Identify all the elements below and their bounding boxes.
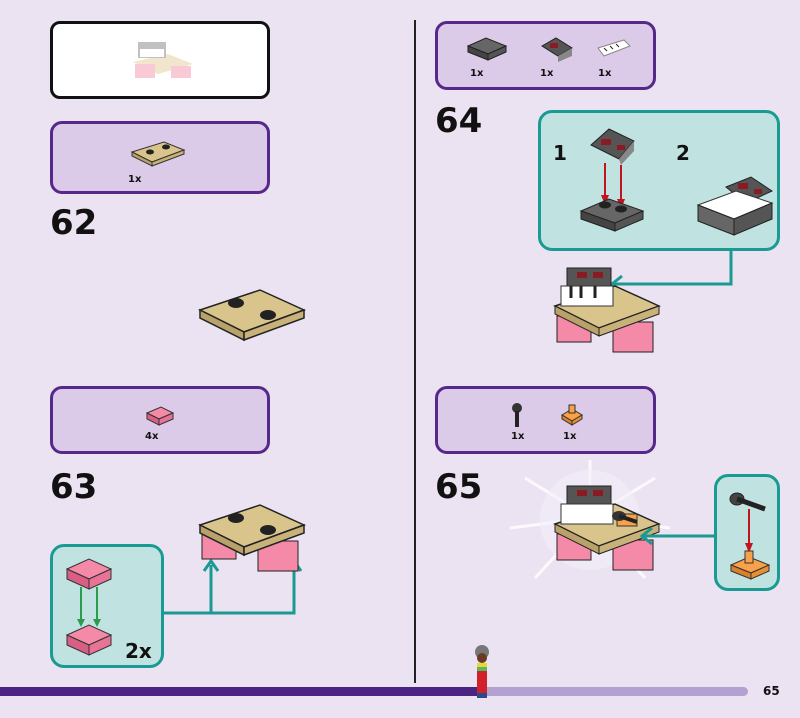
microphone-part-icon <box>512 403 522 427</box>
step-number: 64 <box>435 101 483 141</box>
synth-tile-part-icon <box>541 37 573 62</box>
substep-2-image <box>696 176 774 236</box>
minifigure-progress-marker <box>475 645 489 698</box>
part-qty: 1x <box>540 68 554 79</box>
page-number: 65 <box>763 684 780 698</box>
tan-plate-part-icon <box>130 141 186 167</box>
step-62-parts-list: 1x <box>50 121 270 194</box>
pink-bricks-stack-image <box>65 558 113 656</box>
part-qty: 1x <box>563 431 577 442</box>
substep-number: 2 <box>676 141 690 165</box>
microphone-clip-image <box>729 492 771 580</box>
piano-preview-image <box>133 42 193 78</box>
step-number: 65 <box>435 467 483 507</box>
step-number: 63 <box>50 467 98 507</box>
subassembly-multiplier: 2x <box>125 639 152 663</box>
progress-bar-fill <box>0 687 479 696</box>
step-63-parts-list: 4x <box>50 386 270 454</box>
model-preview-box <box>50 21 270 99</box>
step-63-bench-image <box>198 504 306 572</box>
part-qty: 1x <box>598 68 612 79</box>
pink-brick-part-icon <box>145 406 175 426</box>
part-qty: 4x <box>145 431 159 442</box>
step-65-connector-arrow <box>639 526 716 546</box>
step-65-subassembly-box <box>714 474 780 591</box>
substep-1-image <box>579 128 645 232</box>
orange-clip-part-icon <box>561 404 583 426</box>
substep-number: 1 <box>553 141 567 165</box>
step-64-subassembly-box: 1 2 <box>538 110 780 251</box>
dark-grey-plate-part-icon <box>466 37 508 61</box>
step-65-parts-list: 1x 1x <box>435 386 656 454</box>
step-63-subassembly-box: 2x <box>50 544 164 668</box>
part-qty: 1x <box>511 431 525 442</box>
step-number: 62 <box>50 203 98 243</box>
keyboard-tile-part-icon <box>597 39 631 57</box>
step-62-plate-image <box>198 289 306 342</box>
part-qty: 1x <box>128 174 142 185</box>
step-64-parts-list: 1x 1x 1x <box>435 21 656 90</box>
part-qty: 1x <box>470 68 484 79</box>
step-65-completed-image <box>509 460 671 580</box>
step-64-bench-keyboard-image <box>553 267 661 353</box>
column-divider <box>414 20 416 683</box>
